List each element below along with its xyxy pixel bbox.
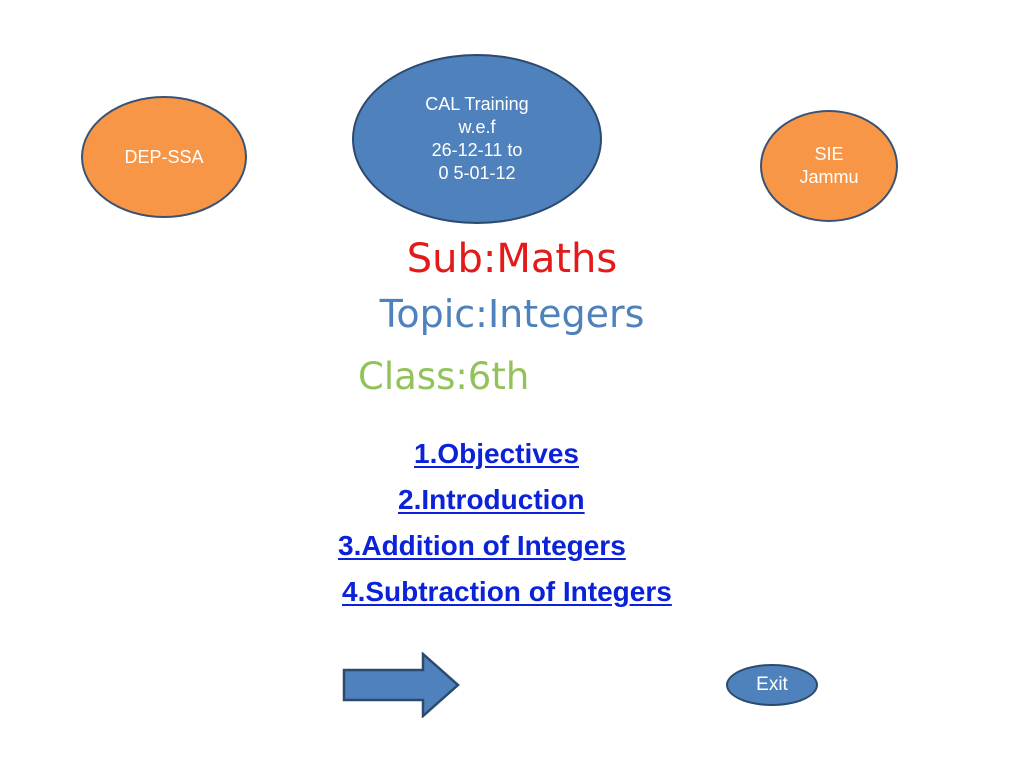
dep-ssa-label: DEP-SSA	[124, 146, 204, 167]
menu-link-subtraction-of-integers[interactable]: 4.Subtraction of Integers	[342, 576, 672, 607]
menu-link-introduction[interactable]: 2.Introduction	[398, 484, 585, 515]
cal-training-badge: CAL Training w.e.f 26-12-11 to 0 5-01-12	[352, 54, 602, 224]
cal-training-label: CAL Training w.e.f 26-12-11 to 0 5-01-12	[425, 94, 529, 183]
dep-ssa-badge: DEP-SSA	[81, 96, 247, 218]
menu-link-objectives[interactable]: 1.Objectives	[414, 438, 579, 469]
menu-link-addition-of-integers[interactable]: 3.Addition of Integers	[338, 530, 626, 561]
sie-jammu-label: SIE Jammu	[799, 144, 859, 187]
class-heading: Class:6th	[358, 355, 530, 398]
sie-jammu-badge: SIE Jammu	[760, 110, 898, 222]
topic-heading: Topic:Integers	[379, 292, 645, 336]
subject-heading: Sub:Maths	[406, 236, 618, 282]
exit-button[interactable]: Exit	[726, 664, 818, 706]
right-arrow-icon[interactable]	[341, 652, 461, 718]
